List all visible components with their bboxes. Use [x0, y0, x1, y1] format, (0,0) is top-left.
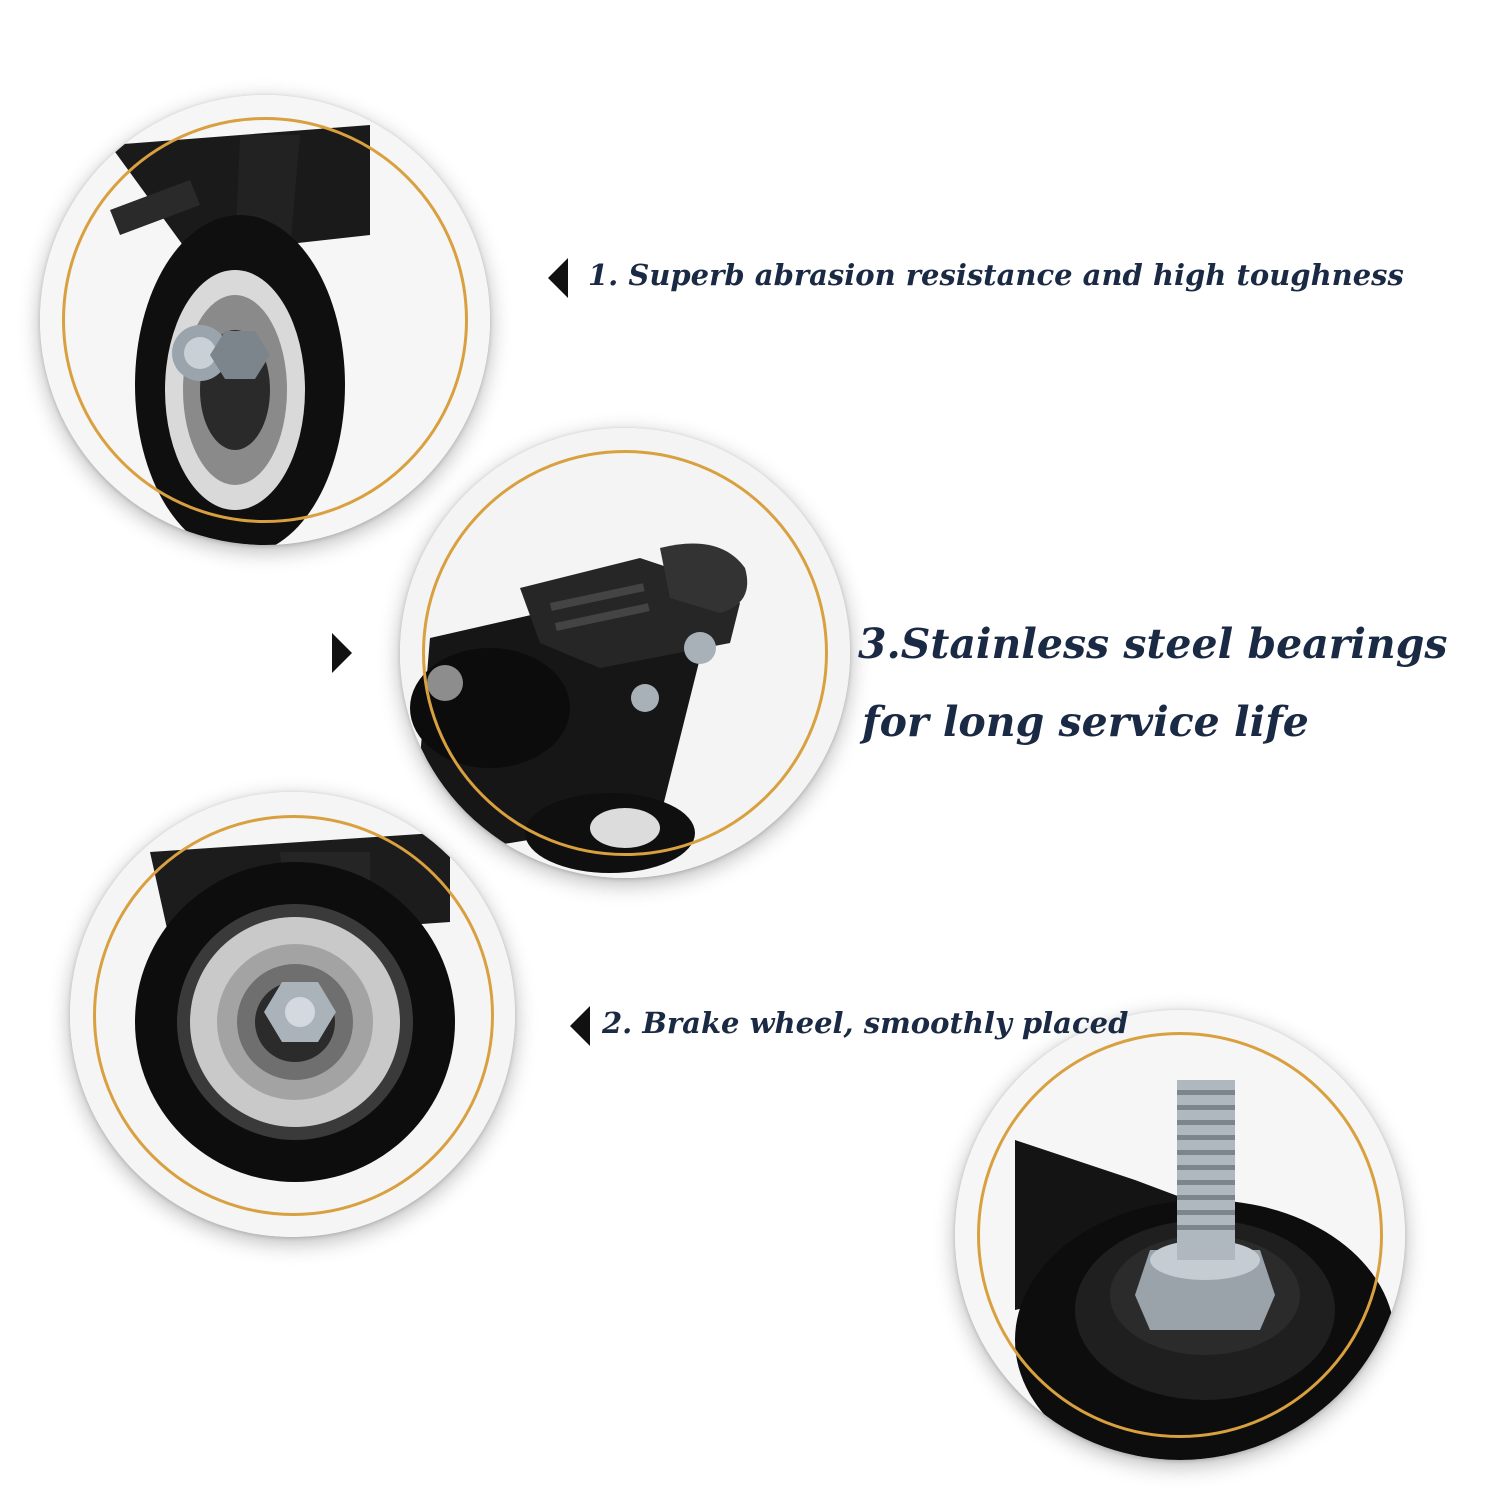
feature-caption-bearings-line1: 3.Stainless steel bearings: [858, 620, 1448, 668]
product-image-brake-top: [400, 428, 850, 878]
arrow-left-icon: [570, 1006, 590, 1046]
feature-caption-brake: 2. Brake wheel, smoothly placed: [602, 1006, 1129, 1040]
feature-caption-abrasion: 1. Superb abrasion resistance and high t…: [588, 258, 1404, 292]
product-image-caster-side: [40, 95, 490, 545]
feature-caption-bearings-line2: for long service life: [862, 698, 1309, 746]
arrow-left-icon: [548, 258, 568, 298]
product-image-threaded-stem: [955, 1010, 1405, 1460]
arrow-right-icon: [332, 633, 352, 673]
product-image-wheel-front: [70, 792, 515, 1237]
